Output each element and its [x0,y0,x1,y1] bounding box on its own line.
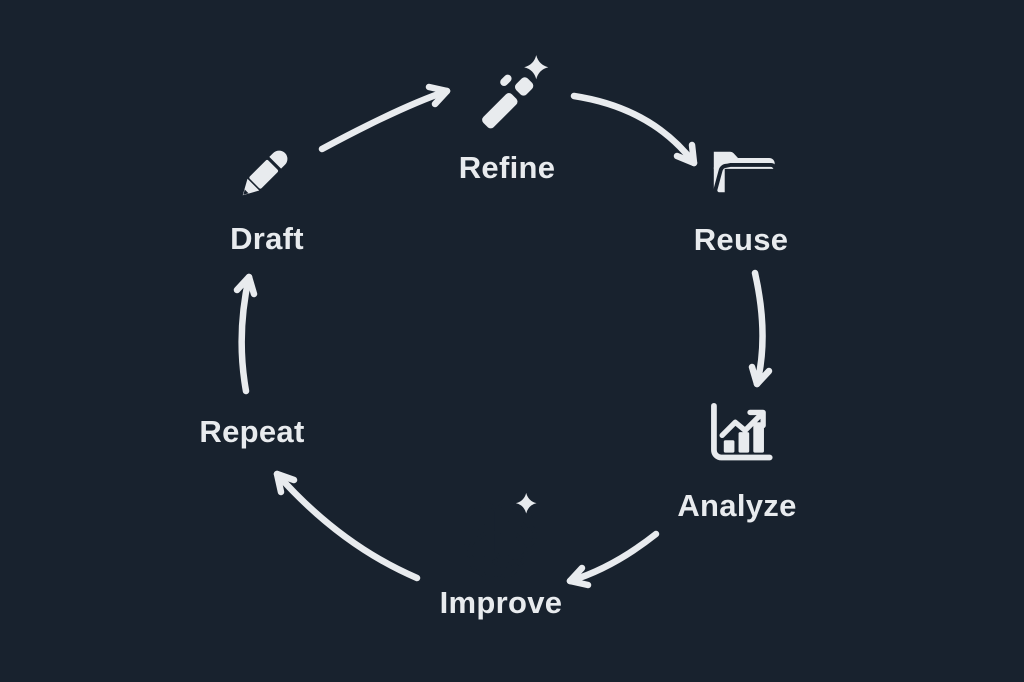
arrow-refine-to-reuse [570,92,698,167]
arrow-repeat-to-draft [238,273,253,395]
arrow-repeat-to-draft-head [233,273,258,298]
arrow-analyze-to-improve-head [566,564,592,589]
arrow-improve-to-repeat [273,470,421,582]
arrow-reuse-to-analyze [751,269,766,388]
arrow-draft-to-refine [318,87,451,153]
arrow-analyze-to-improve [566,530,660,585]
arrow-improve-to-repeat-head [273,470,298,496]
arrow-refine-to-reuse-head [673,141,698,167]
arrow-draft-to-refine-head [425,83,451,108]
arrow-reuse-to-analyze-head [748,363,773,388]
